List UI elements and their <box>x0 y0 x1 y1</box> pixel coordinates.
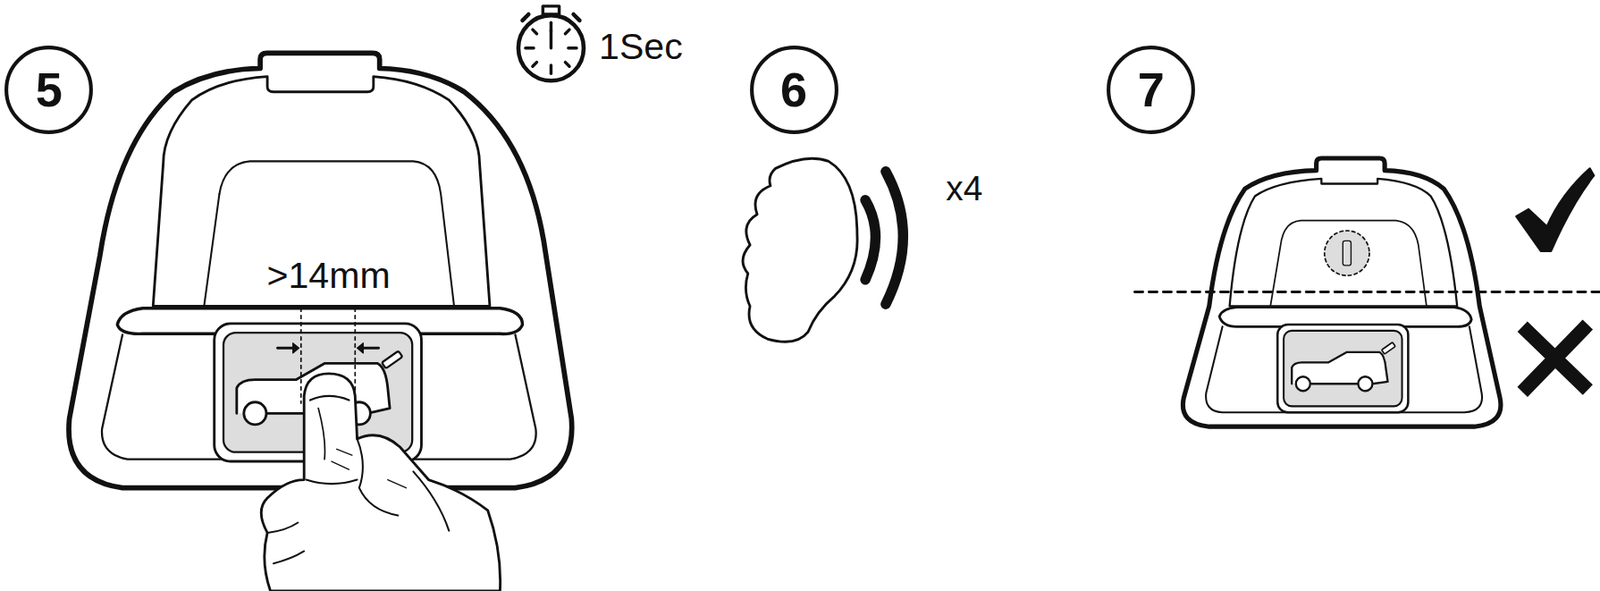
duration-label: 1Sec <box>598 28 683 66</box>
step-number-circle: 6 <box>748 43 841 136</box>
check-mark <box>1515 168 1594 251</box>
callout-number: 5 <box>2 43 95 136</box>
cross-mark <box>1522 324 1588 392</box>
console-housing-small <box>1134 158 1600 427</box>
stopwatch-icon <box>518 6 584 81</box>
callout-number: 6 <box>748 43 841 136</box>
step-number-circle: 5 <box>2 43 95 136</box>
count-label: x4 <box>945 171 983 207</box>
step-number-circle: 7 <box>1104 43 1197 136</box>
callout-number: 7 <box>1104 43 1197 136</box>
ear-and-sound <box>742 158 903 342</box>
dimension-label: >14mm <box>267 257 391 295</box>
hand <box>261 373 500 591</box>
